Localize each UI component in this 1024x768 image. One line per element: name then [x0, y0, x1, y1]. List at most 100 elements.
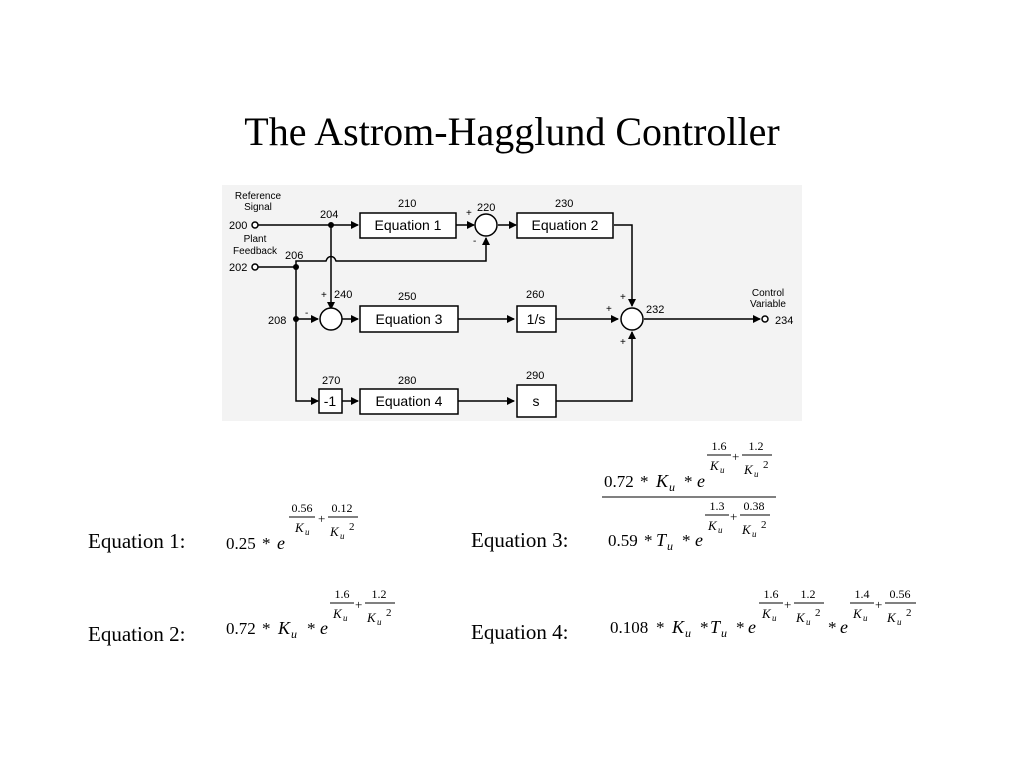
node-240: 240 [334, 289, 352, 301]
eq4-exp1-den-K-2: K [795, 610, 806, 625]
eq1-exp-den-u-1: u [305, 527, 310, 537]
eq4-exp1-den-sq: 2 [815, 607, 821, 619]
node-202: 202 [229, 262, 247, 274]
sum220-plus-sign: + [466, 208, 472, 219]
eq4-exp2-num-2: 0.56 [890, 587, 911, 601]
eq2-exp-den-u-2: u [377, 617, 382, 627]
eq2-exp-plus: + [355, 597, 362, 612]
equation-1-label: Equation 1: [88, 529, 186, 553]
eq4-star-4: * [828, 618, 837, 637]
eq4-exp2-den-K-1: K [852, 606, 863, 621]
block-negate [318, 388, 343, 414]
eq2-e: e [320, 618, 328, 638]
eq3-den-e: e [695, 530, 703, 550]
eq4-exp1-den-u-1: u [772, 613, 777, 623]
eq1-exp-plus: + [318, 511, 325, 526]
node-230: 230 [555, 198, 573, 210]
equation-4-formula: 0.108 * K u * T u * e 1.6 K u + 1.2 K u … [610, 587, 916, 640]
plant-feedback-label-2: Feedback [233, 246, 278, 257]
eq1-e: e [277, 533, 285, 553]
summing-junction-240 [319, 307, 343, 331]
eq4-K-u: u [685, 626, 691, 640]
equation-4-label: Equation 4: [471, 620, 569, 644]
eq4-star-2: * [700, 618, 709, 637]
block-eq4-label: Equation 4 [376, 393, 443, 409]
eq3-den-star-1: * [644, 531, 653, 550]
eq4-exp1-num-2: 1.2 [801, 587, 816, 601]
eq3-num-exp-plus: + [732, 449, 739, 464]
node-260: 260 [526, 289, 544, 301]
eq3-den-u: u [667, 539, 673, 553]
block-integrator-label: 1/s [527, 311, 546, 327]
eq4-star-3: * [736, 618, 745, 637]
slide-title: The Astrom-Hagglund Controller [244, 109, 780, 154]
sum232-plus-top: + [620, 292, 626, 303]
eq2-u: u [291, 627, 297, 641]
eq3-num-exp-num-1: 1.6 [712, 439, 727, 453]
node-280: 280 [398, 375, 416, 387]
reference-signal-label-1: Reference [235, 191, 282, 202]
node-210: 210 [398, 198, 416, 210]
control-variable-label-2: Variable [750, 299, 786, 310]
eq2-coef: 0.72 [226, 619, 256, 638]
eq3-num-exp-num-2: 1.2 [749, 439, 764, 453]
block-negate-label: -1 [324, 393, 337, 409]
eq3-den-exp-den-K-1: K [707, 518, 718, 533]
eq1-exp-num-1: 0.56 [292, 501, 313, 515]
eq2-exp-num-2: 1.2 [372, 587, 387, 601]
block-eq3-label: Equation 3 [376, 311, 443, 327]
eq2-star-1: * [262, 619, 271, 638]
junction-208 [293, 316, 299, 322]
eq4-exp2-den-K-2: K [886, 610, 897, 625]
sum240-plus-sign: + [321, 290, 327, 301]
terminal-202 [251, 263, 259, 271]
eq4-exp1-plus: + [784, 597, 791, 612]
sum232-plus-bottom: + [620, 337, 626, 348]
eq1-star: * [262, 534, 271, 553]
eq1-exp-den-K-2: K [329, 524, 340, 539]
eq1-exp-num-2: 0.12 [332, 501, 353, 515]
block-derivative [516, 384, 557, 418]
eq4-T-u: u [721, 626, 727, 640]
controller-block-diagram: Equation 1 Equation 2 Equation 3 1/s -1 … [222, 185, 802, 421]
eq2-star-2: * [307, 619, 316, 638]
block-eq2-label: Equation 2 [532, 217, 599, 233]
node-250: 250 [398, 291, 416, 303]
sum220-minus-sign: - [473, 236, 476, 247]
eq4-coef: 0.108 [610, 618, 648, 637]
node-220: 220 [477, 202, 495, 214]
eq3-num-exp-den-K-2: K [743, 462, 754, 477]
sum240-minus-sign: - [305, 308, 308, 319]
node-206: 206 [285, 250, 303, 262]
terminal-200 [251, 221, 259, 229]
node-290: 290 [526, 370, 544, 382]
terminal-234 [761, 315, 769, 323]
feedback-to-sum220-wire [295, 237, 490, 267]
eq2-K: K [277, 618, 291, 638]
eq4-T: T [710, 617, 722, 637]
equation-2-label: Equation 2: [88, 622, 186, 646]
eq2-exp-num-1: 1.6 [335, 587, 350, 601]
equation-1-formula: 0.25 * e 0.56 K u + 0.12 K u 2 [226, 501, 358, 553]
summing-junction-220 [474, 213, 498, 237]
eq4-exp1-den-K-1: K [761, 606, 772, 621]
eq4-exp2-num-1: 1.4 [855, 587, 870, 601]
derivative-to-sum232-wire [556, 331, 636, 402]
feedback-to-negate-wire [295, 267, 319, 405]
eq3-num-exp-den-K-1: K [709, 458, 720, 473]
eq3-den-exp-num-1: 1.3 [710, 499, 725, 513]
eq3-num-star-2: * [684, 472, 693, 491]
node-270: 270 [322, 375, 340, 387]
plant-feedback-label-1: Plant [244, 234, 267, 245]
eq3-num-exp-den-sq: 2 [763, 459, 769, 471]
eq1-exp-den-u-2: u [340, 531, 345, 541]
eq4-exp2-plus: + [875, 597, 882, 612]
node-200: 200 [229, 220, 247, 232]
eq3-num-e: e [697, 471, 705, 491]
eq1-coef: 0.25 [226, 534, 256, 553]
summing-junction-232 [620, 307, 644, 331]
eq3-num-u: u [669, 480, 675, 494]
node-204: 204 [320, 209, 338, 221]
eq3-den-exp-plus: + [730, 509, 737, 524]
eq3-den-exp-den-u-2: u [752, 529, 757, 539]
